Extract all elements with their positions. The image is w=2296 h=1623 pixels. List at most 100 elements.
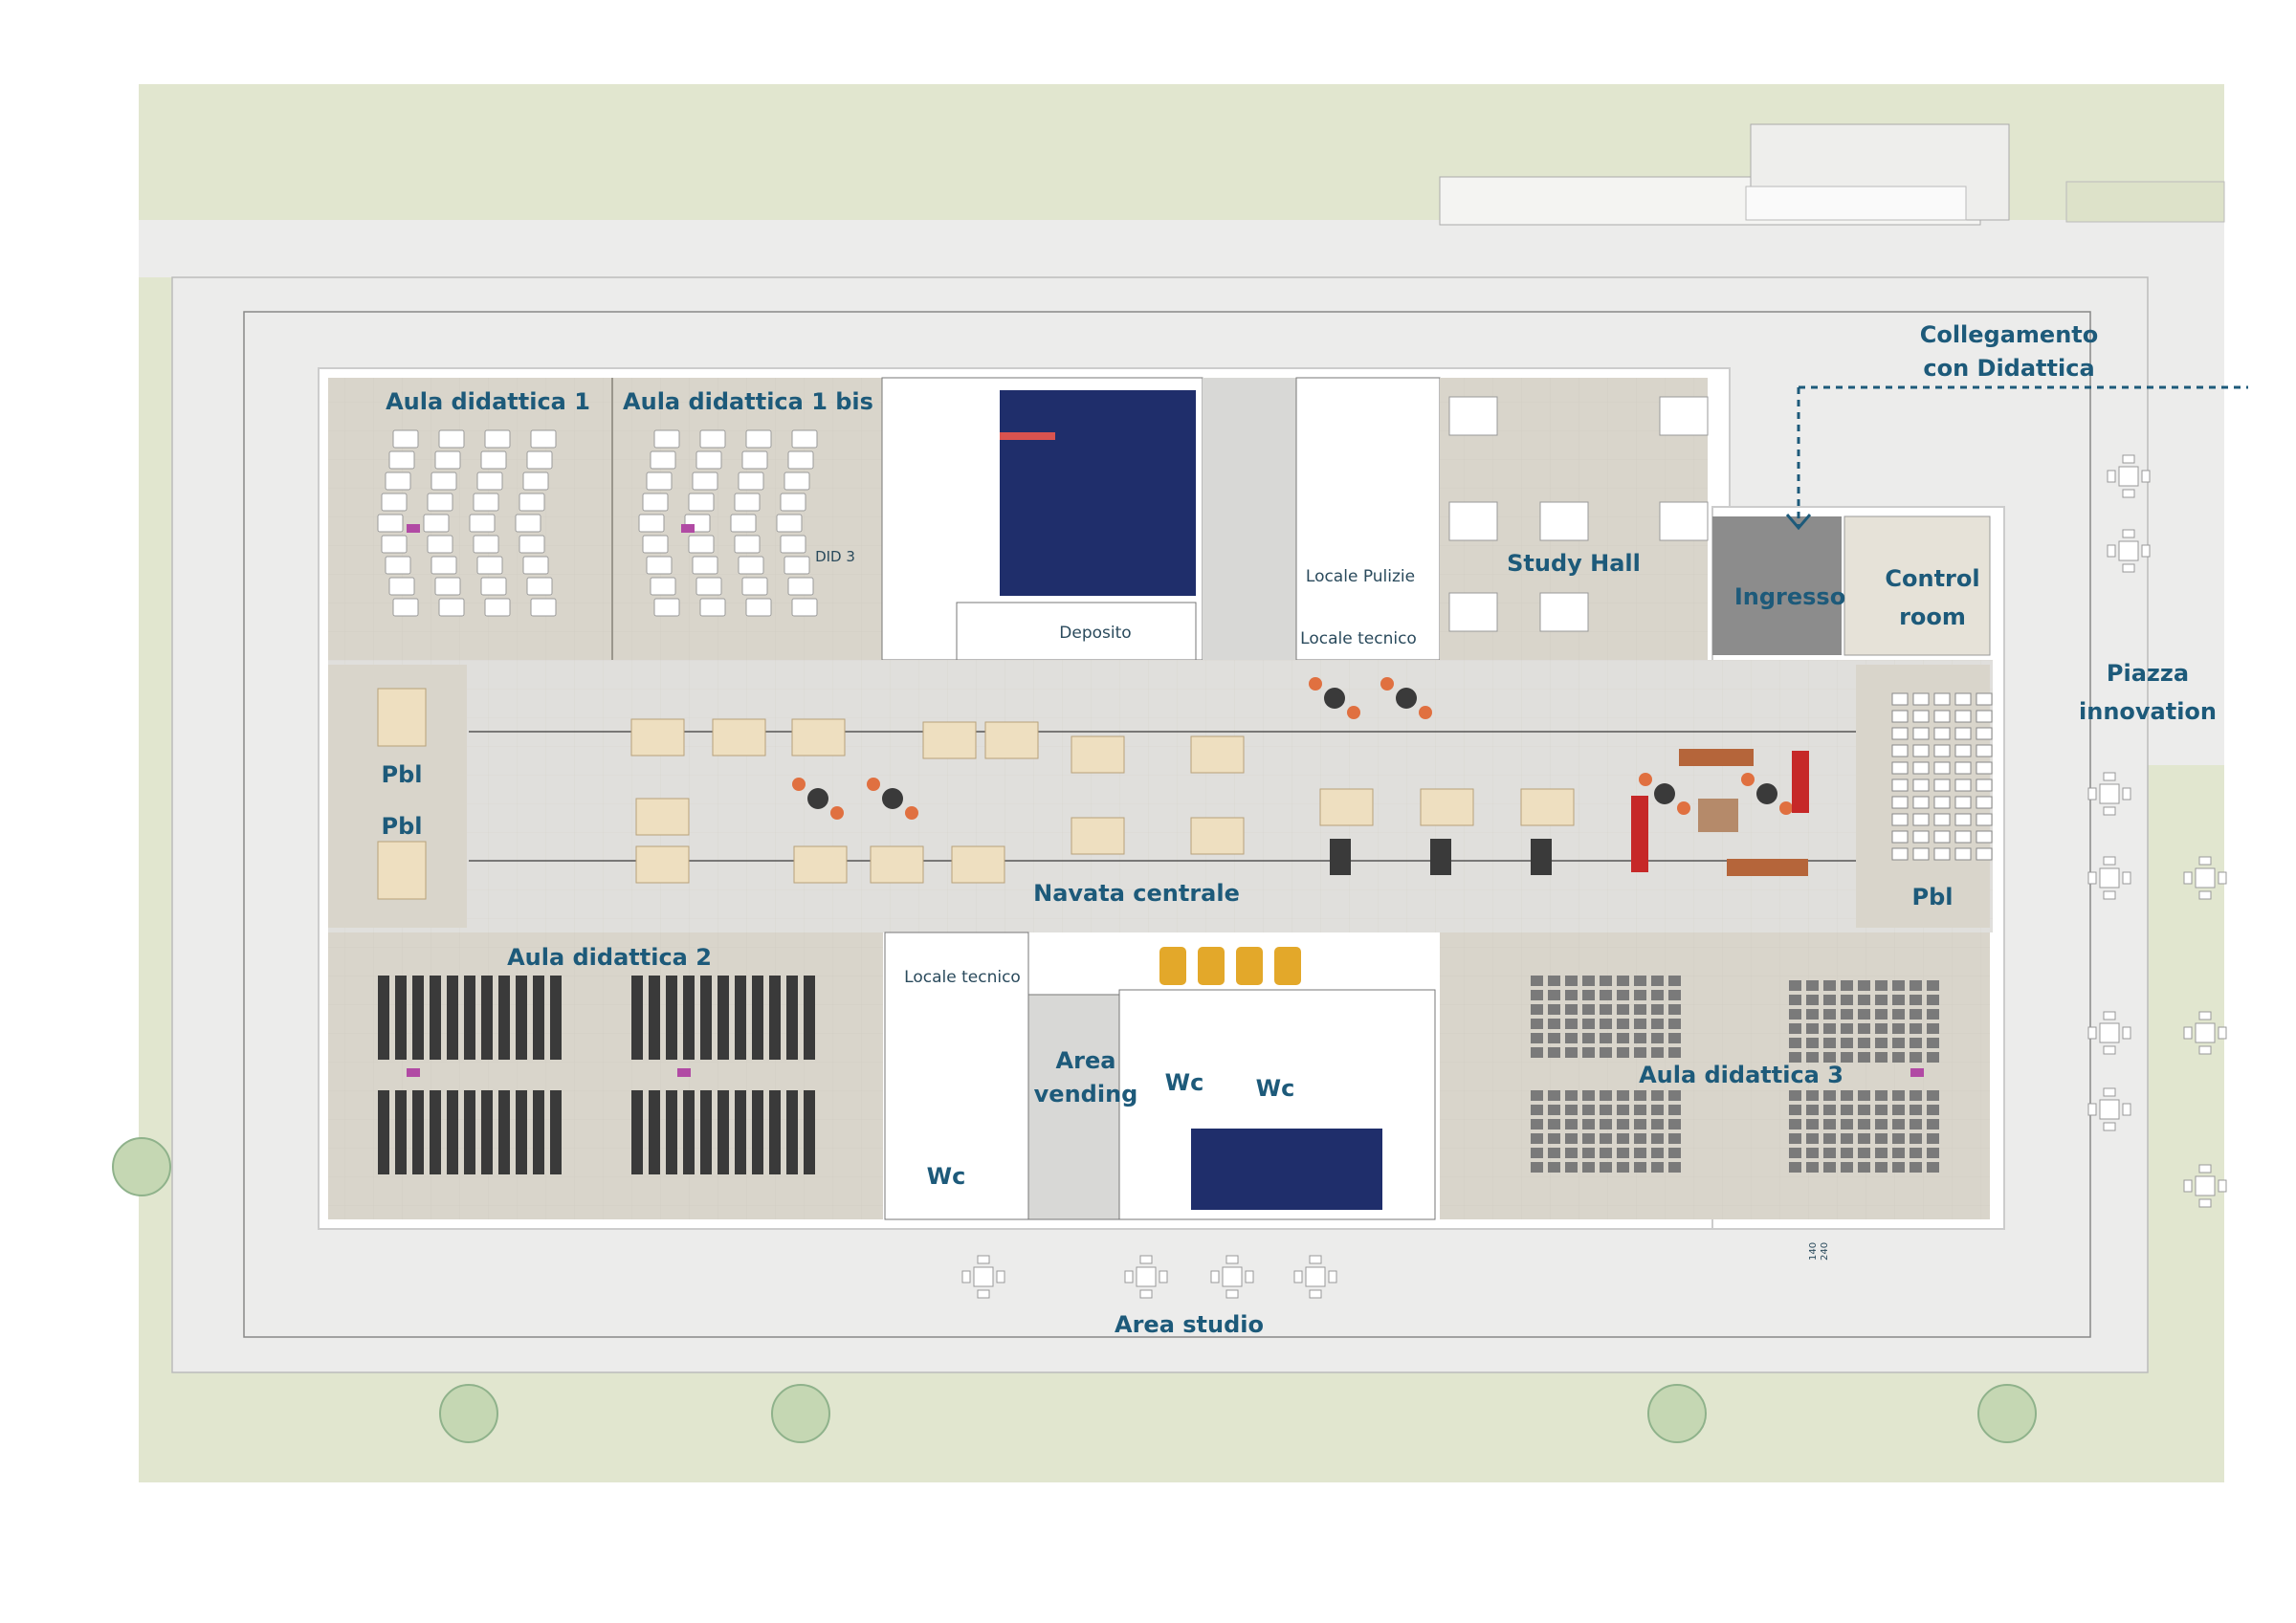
seat [1806,1105,1819,1115]
seat [1891,761,1909,775]
seat [1892,1133,1905,1144]
seat [1823,1105,1836,1115]
seat [1531,1162,1543,1173]
seat [1927,1023,1939,1034]
seat [1875,1052,1888,1063]
seat-row [769,976,781,1060]
seat [1933,761,1951,775]
connection-dashed-line [1797,385,2248,526]
seat [1841,1023,1853,1034]
label-did-3: DID 3 [815,548,855,565]
chair [1677,801,1690,815]
seat [1806,1009,1819,1020]
seat [1600,1047,1612,1058]
seat [780,535,806,554]
seat [1582,1090,1595,1101]
desk [1539,501,1589,541]
label-piazza-1: Piazza [2107,660,2189,687]
seat [1651,1133,1664,1144]
outdoor-chair [2103,1087,2116,1097]
label-aula-1-bis: Aula didattica 1 bis [623,388,873,415]
seat [776,514,803,533]
seat [1927,1162,1939,1173]
seat [1954,744,1972,757]
seat [1617,1105,1629,1115]
seat [1892,1052,1905,1063]
seat [1548,1162,1560,1173]
seat [1806,1119,1819,1130]
seat-row [516,976,527,1060]
seat [1892,995,1905,1005]
seat [1841,1133,1853,1144]
seat [1912,744,1930,757]
seat [1933,692,1951,706]
seat [741,450,768,470]
label-aula-2: Aula didattica 2 [507,944,712,971]
seat [780,493,806,512]
seat [1858,980,1870,991]
seat [480,577,507,596]
seat [476,472,503,491]
deposito-room [956,602,1197,661]
seat [1927,1038,1939,1048]
outdoor-chair [1210,1270,1220,1283]
outdoor-chair [2141,470,2151,483]
seat [1600,990,1612,1000]
seat [1912,692,1930,706]
seat [1841,980,1853,991]
seat [1891,847,1909,861]
seat [1910,1148,1922,1158]
seat [1954,830,1972,844]
seat [1565,976,1578,986]
outdoor-chair [2122,563,2135,573]
seat-row [378,976,389,1060]
seat [1600,1119,1612,1130]
seat [1548,1019,1560,1029]
seat [1841,1162,1853,1173]
seat [734,493,761,512]
seat [1600,1162,1612,1173]
seat [388,450,415,470]
seat [1841,1105,1853,1115]
label-aula-1: Aula didattica 1 [386,388,590,415]
seat [1651,1047,1664,1058]
chair [830,806,844,820]
seat [1582,1148,1595,1158]
seat [1600,1090,1612,1101]
seat [1600,1133,1612,1144]
seat-row [700,976,712,1060]
seat [1976,813,1993,826]
outdoor-chair [1309,1255,1322,1264]
seat [1668,1019,1681,1029]
seat [1806,980,1819,991]
seat [522,472,549,491]
seat [1617,1047,1629,1058]
label-deposito: Deposito [1059,624,1131,643]
table [870,845,924,884]
seat-row [481,1090,493,1174]
seat [1823,995,1836,1005]
seat [1634,1019,1646,1029]
seat [519,493,545,512]
seat [1892,1105,1905,1115]
outdoor-table [1136,1266,1157,1287]
seat-row [412,976,424,1060]
seat [1806,1133,1819,1144]
seat [1875,1009,1888,1020]
seat [1617,976,1629,986]
label-dimension-1: 140 [1808,1242,1819,1261]
seat-row [516,1090,527,1174]
seat [484,598,511,617]
chair [1159,947,1186,985]
seat [1912,727,1930,740]
outdoor-chair [961,1270,971,1283]
outdoor-chair [2087,871,2097,885]
green-strip-right [2148,765,2224,1377]
seat [1841,1148,1853,1158]
seat [1933,744,1951,757]
outdoor-table [2099,1022,2120,1043]
seat [1976,710,1993,723]
outdoor-chair [2103,856,2116,866]
tree [112,1137,171,1196]
seat [692,472,718,491]
